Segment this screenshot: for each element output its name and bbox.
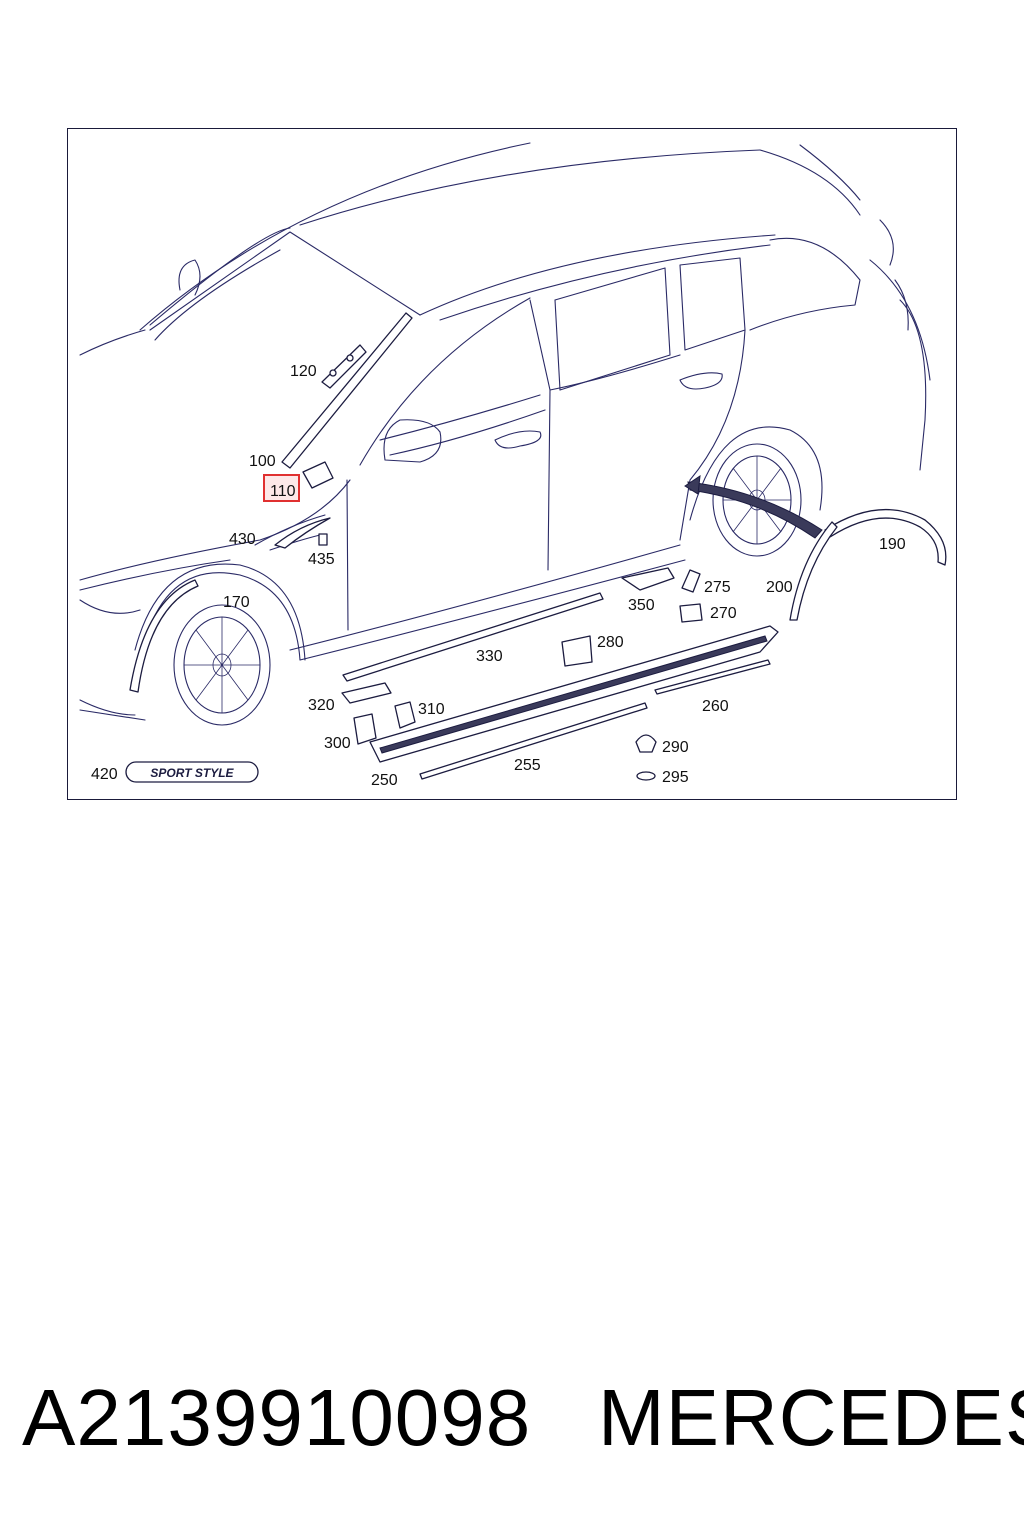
callout-label: 270 [710,605,737,622]
nut-290 [635,734,657,753]
wheel-arch-strip [789,521,838,621]
strip-255 [419,702,648,780]
washer-295 [636,771,656,781]
parts-group: SPORT STYLE [125,312,947,783]
callout-label: 250 [371,772,398,789]
callout-label: 255 [514,757,541,774]
front-arch-trim [129,579,199,693]
callout-label: 280 [597,634,624,651]
callout-label: 200 [766,579,793,596]
callout-label: 435 [308,551,335,568]
bracket [621,567,675,591]
rear-arch-trim [824,509,947,566]
callout-label: 300 [324,735,351,752]
brand-name: MERCEDES [598,1373,1024,1462]
direction-arrow [687,481,823,539]
arrow-head [684,474,701,495]
fender-clip [318,533,328,546]
clip-pin [329,369,337,377]
sport-style-badge [125,761,259,783]
callout-label: 420 [91,766,118,783]
callout-label: 430 [229,531,256,548]
callout-label: 295 [662,769,689,786]
callout-highlight [263,474,300,502]
callout-label: 290 [662,739,689,756]
callout-labels: 120 100 110 430 435 170 190 200 275 350 … [91,363,906,789]
callout-label: 170 [223,594,250,611]
badge-text: SPORT STYLE [150,766,234,780]
clip-270 [679,603,703,623]
part-number: A2139910098 [22,1373,532,1462]
end-cap [302,461,334,489]
clip-pin [346,354,354,362]
callout-label: 275 [704,579,731,596]
side-skirt-stripe [379,635,768,754]
clip-275 [681,569,701,593]
callout-label: 110 [270,483,296,500]
callout-label: 260 [702,698,729,715]
callout-label: 320 [308,697,335,714]
callout-label: 190 [879,536,906,553]
fender-moulding [274,517,331,549]
clip-300 [353,713,377,745]
callout-label: 350 [628,597,655,614]
clip-310 [394,701,416,729]
bracket-320 [341,682,392,704]
sill-trim [342,592,604,682]
a-pillar-trim [281,312,413,469]
car-outline [79,142,931,726]
diagram-frame [67,128,957,800]
strip-260 [654,659,771,695]
bracket-280 [561,635,593,667]
callout-label: 310 [418,701,445,718]
callout-label: 120 [290,363,317,380]
callout-label: 330 [476,648,503,665]
callout-label: 100 [249,453,276,470]
